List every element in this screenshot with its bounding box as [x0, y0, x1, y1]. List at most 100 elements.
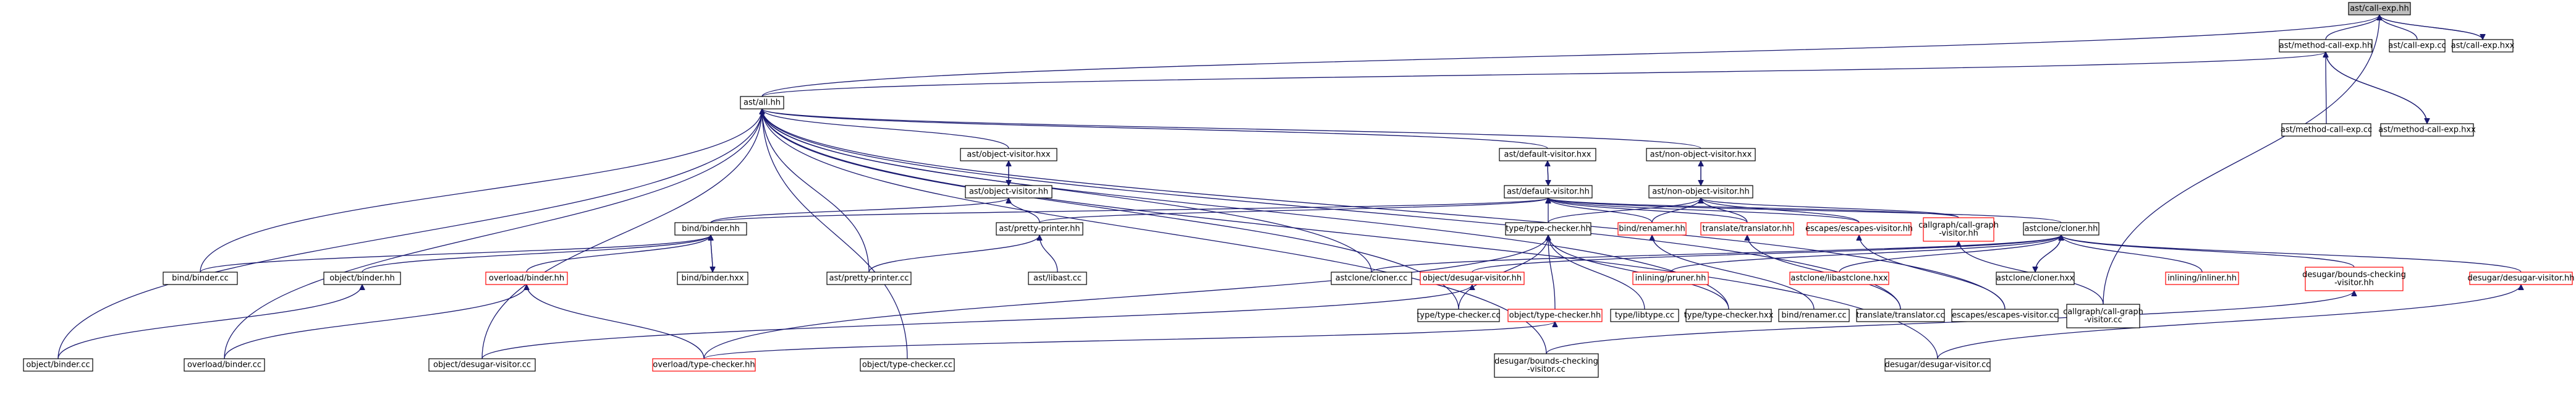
- node-default-visitor-hh[interactable]: ast/default-visitor.hh: [1504, 185, 1593, 199]
- node-object-binder-cc[interactable]: object/binder.cc: [23, 358, 93, 372]
- node-label: bind/binder.hh: [682, 225, 740, 234]
- node-label: type/type-checker.hh: [1506, 225, 1591, 234]
- node-overload-binder-cc[interactable]: overload/binder.cc: [184, 358, 265, 372]
- node-method-call-exp-hh[interactable]: ast/method-call-exp.hh: [2279, 39, 2373, 53]
- node-call-exp-cc[interactable]: ast/call-exp.cc: [2388, 39, 2446, 53]
- node-method-call-exp-cc[interactable]: ast/method-call-exp.cc: [2281, 123, 2372, 137]
- edge-non-object-visitor-hxx-to-all-hh: [762, 108, 1701, 149]
- node-label: overload/binder.cc: [187, 361, 261, 370]
- node-type-checker-hh[interactable]: type/type-checker.hh: [1505, 222, 1591, 236]
- node-libastclone-hxx[interactable]: astclone/libastclone.hxx: [1789, 272, 1889, 285]
- node-object-visitor-hh[interactable]: ast/object-visitor.hh: [965, 185, 1053, 199]
- edge-all-hh-to-call-exp-hh: [761, 14, 2379, 97]
- node-box: [1646, 148, 1756, 161]
- node-label: object/desugar-visitor.cc: [433, 361, 531, 370]
- edge-bounds-checking-visitor-cc-to-bounds-checking-visitor-hh: [1546, 290, 2354, 354]
- node-desugar-visitor-hh[interactable]: desugar/desugar-visitor.hh: [2467, 272, 2575, 285]
- node-pretty-printer-cc[interactable]: ast/pretty-printer.cc: [826, 272, 912, 285]
- node-box: [485, 272, 568, 285]
- node-box: [674, 222, 747, 236]
- edge-object-type-checker-cc-to-all-hh: [762, 109, 908, 359]
- node-translator-cc[interactable]: translate/translator.cc: [1856, 309, 1945, 322]
- node-label: ast/call-exp.hh: [2350, 4, 2409, 14]
- node-object-binder-hh[interactable]: object/binder.hh: [323, 272, 401, 285]
- node-box: [860, 358, 955, 372]
- node-renamer-cc[interactable]: bind/renamer.cc: [1778, 309, 1850, 322]
- node-box: [1856, 309, 1945, 322]
- node-object-type-checker-hh[interactable]: object/type-checker.hh: [1507, 309, 1603, 322]
- node-label: astclone/cloner.hh: [2025, 225, 2098, 234]
- edge-overload-type-checker-hh-to-type-checker-hh: [703, 235, 1548, 359]
- node-label: ast/call-exp.hxx: [2451, 41, 2515, 51]
- node-box: [184, 358, 265, 372]
- node-label: ast/call-exp.cc: [2388, 41, 2446, 51]
- node-binder-cc[interactable]: bind/binder.cc: [163, 272, 238, 285]
- node-box: [996, 222, 1083, 236]
- node-call-graph-visitor-cc[interactable]: callgraph/call-graph-visitor.cc: [2063, 304, 2143, 328]
- edge-bind-binder-hh-to-binder-hxx: [711, 234, 713, 272]
- edge-object-type-checker-hh-to-type-checker-hh: [1548, 235, 1556, 310]
- node-object-type-checker-cc[interactable]: object/type-checker.cc: [860, 358, 955, 372]
- edge-method-call-exp-hh-to-method-call-exp-hxx: [2325, 51, 2427, 124]
- node-call-graph-visitor-hh[interactable]: callgraph/call-graph-visitor.hh: [1918, 217, 1999, 242]
- node-cloner-hh[interactable]: astclone/cloner.hh: [2023, 222, 2099, 236]
- node-libast-cc[interactable]: ast/libast.cc: [1028, 272, 1087, 285]
- node-non-object-visitor-hh[interactable]: ast/non-object-visitor.hh: [1648, 185, 1753, 199]
- node-cloner-hxx[interactable]: astclone/cloner.hxx: [1996, 272, 2075, 285]
- node-label: callgraph/call-graph: [1918, 221, 1999, 230]
- node-label: -visitor.hh: [1939, 229, 1978, 238]
- node-inliner-hh[interactable]: inlining/inliner.hh: [2165, 272, 2239, 285]
- edge-libastclone-hxx-to-cloner-hh: [1839, 234, 2061, 273]
- edge-cloner-cc-to-cloner-hh: [1371, 234, 2061, 273]
- node-label: astclone/cloner.hxx: [1996, 274, 2074, 283]
- node-box: [2389, 39, 2446, 53]
- node-bounds-checking-visitor-cc[interactable]: desugar/bounds-checking-visitor.cc: [1494, 353, 1599, 378]
- node-box: [1617, 222, 1687, 236]
- node-overload-binder-hh[interactable]: overload/binder.hh: [485, 272, 568, 285]
- edge-pretty-printer-hh-to-object-visitor-hh: [1009, 197, 1040, 223]
- node-type-checker-cc[interactable]: type/type-checker.cc: [1417, 309, 1501, 322]
- edge-inliner-hh-to-cloner-hh: [2061, 234, 2203, 273]
- node-desugar-visitor-cc[interactable]: desugar/desugar-visitor.cc: [1884, 358, 1991, 372]
- node-all-hh[interactable]: ast/all.hh: [740, 96, 784, 109]
- node-call-exp-hh[interactable]: ast/call-exp.hh: [2348, 2, 2411, 15]
- node-box: [1884, 358, 1991, 372]
- edge-type-checker-cc-to-all-hh: [762, 109, 1459, 310]
- node-bounds-checking-visitor-hh[interactable]: desugar/bounds-checking-visitor.hh: [2302, 267, 2406, 291]
- node-escapes-visitor-cc[interactable]: escapes/escapes-visitor.cc: [1951, 309, 2059, 322]
- node-translator-hh[interactable]: translate/translator.hh: [1700, 222, 1794, 236]
- node-pretty-printer-hh[interactable]: ast/pretty-printer.hh: [996, 222, 1083, 236]
- node-method-call-exp-hxx[interactable]: ast/method-call-exp.hxx: [2378, 123, 2476, 137]
- node-box: [2380, 123, 2474, 137]
- node-cloner-cc[interactable]: astclone/cloner.cc: [1331, 272, 1412, 285]
- node-non-object-visitor-hxx[interactable]: ast/non-object-visitor.hxx: [1646, 148, 1756, 161]
- node-object-visitor-hxx[interactable]: ast/object-visitor.hxx: [960, 148, 1057, 161]
- node-libtype-cc[interactable]: type/libtype.cc: [1610, 309, 1679, 322]
- node-label: overload/type-checker.hh: [653, 361, 755, 370]
- node-box: [2452, 39, 2514, 53]
- node-call-exp-hxx[interactable]: ast/call-exp.hxx: [2451, 39, 2515, 53]
- node-box: [2279, 39, 2373, 53]
- node-escapes-visitor-hh[interactable]: escapes/escapes-visitor.hh: [1805, 222, 1913, 236]
- node-label: callgraph/call-graph: [2063, 307, 2143, 317]
- edge-cloner-hh-to-default-visitor-hh: [1548, 197, 2062, 223]
- edge-escapes-visitor-hh-to-non-object-visitor-hh: [1701, 197, 1860, 223]
- node-bind-binder-hh[interactable]: bind/binder.hh: [674, 222, 747, 236]
- node-label: ast/object-visitor.hh: [969, 187, 1048, 197]
- node-label: ast/object-visitor.hxx: [967, 150, 1051, 160]
- node-label: ast/method-call-exp.cc: [2281, 126, 2372, 135]
- edge-libtype-cc-to-type-checker-hh: [1548, 235, 1645, 310]
- node-overload-type-checker-hh[interactable]: overload/type-checker.hh: [652, 358, 756, 372]
- node-box: [1494, 353, 1599, 378]
- node-label: astclone/libastclone.hxx: [1790, 274, 1888, 283]
- node-object-desugar-visitor-cc[interactable]: object/desugar-visitor.cc: [428, 358, 536, 372]
- node-desugar-visitor-hh-obj[interactable]: object/desugar-visitor.hh: [1420, 272, 1525, 285]
- node-label: type/type-checker.hxx: [1684, 311, 1774, 320]
- node-default-visitor-hxx[interactable]: ast/default-visitor.hxx: [1499, 148, 1596, 161]
- nodes-layer: ast/call-exp.hh ast/method-call-exp.hh ast…: [23, 2, 2575, 378]
- node-label: desugar/desugar-visitor.cc: [1885, 361, 1991, 370]
- node-pruner-hh[interactable]: inlining/pruner.hh: [1632, 272, 1709, 285]
- node-type-checker-hxx[interactable]: type/type-checker.hxx: [1684, 309, 1774, 322]
- node-binder-hxx[interactable]: bind/binder.hxx: [677, 272, 748, 285]
- node-renamer-hh[interactable]: bind/renamer.hh: [1617, 222, 1687, 236]
